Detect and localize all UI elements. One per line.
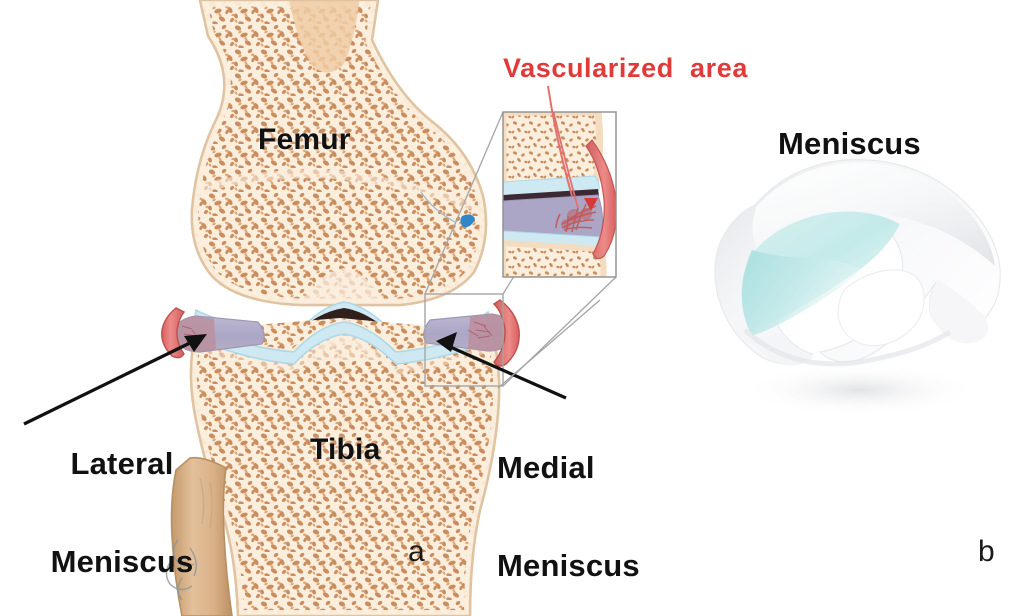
panel-letter-b: b bbox=[978, 535, 995, 568]
lateral-meniscus bbox=[161, 307, 265, 359]
meniscus-central-opening bbox=[837, 269, 925, 347]
lateral-meniscus-arrow bbox=[23, 334, 207, 426]
vascularized-leader-line bbox=[547, 85, 573, 197]
label-medial-meniscus: Medial Meniscus bbox=[497, 386, 687, 616]
label-lateral-meniscus-line1: Lateral bbox=[70, 445, 174, 481]
label-femur: Femur bbox=[258, 123, 351, 156]
label-tibia: Tibia bbox=[310, 433, 381, 466]
label-vascularized-area: Vascularized area bbox=[503, 53, 748, 83]
meniscus-anterior-horn bbox=[929, 280, 989, 344]
inset-source-box bbox=[424, 293, 504, 387]
meniscus-superior-surface bbox=[752, 162, 995, 266]
blue-marker-icon bbox=[420, 191, 475, 228]
medial-label-leader bbox=[497, 299, 601, 389]
label-lateral-meniscus-line2: Meniscus bbox=[50, 544, 194, 580]
label-meniscus-panel-b: Meniscus bbox=[778, 126, 921, 161]
vascularization-inset bbox=[502, 111, 617, 278]
panel-letter-a: a bbox=[408, 535, 425, 568]
meniscus-cyan-band bbox=[742, 250, 862, 336]
label-lateral-meniscus: Lateral Meniscus bbox=[22, 382, 222, 616]
medial-meniscus-arrow bbox=[436, 332, 567, 400]
panel-b-meniscus-3d bbox=[714, 159, 1001, 416]
fibula-bone bbox=[165, 456, 233, 616]
label-medial-meniscus-line2: Meniscus bbox=[497, 548, 640, 584]
label-medial-meniscus-line1: Medial bbox=[497, 449, 595, 485]
